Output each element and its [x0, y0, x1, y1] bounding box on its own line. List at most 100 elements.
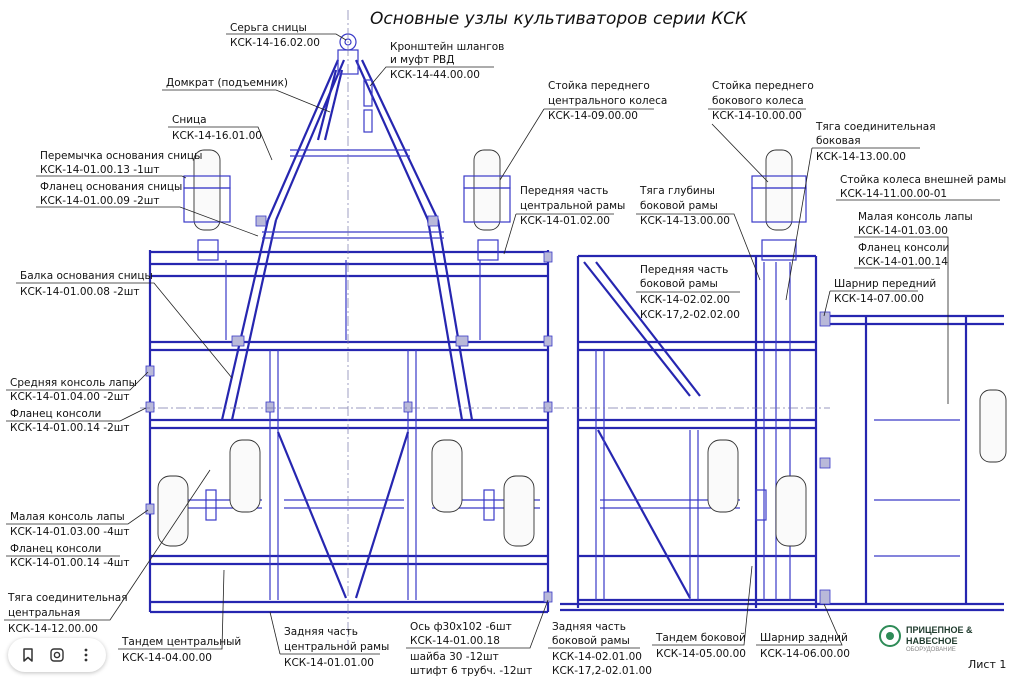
svg-text:Стойка переднего: Стойка переднего: [712, 80, 814, 92]
svg-text:НАВЕСНОЕ: НАВЕСНОЕ: [906, 636, 958, 646]
outer-frame: [819, 311, 1007, 605]
svg-text:КСК-14-01.00.09 -2шт: КСК-14-01.00.09 -2шт: [40, 195, 159, 207]
svg-text:шайба 30 -12шт: шайба 30 -12шт: [410, 651, 499, 663]
svg-text:Фланец основания сницы: Фланец основания сницы: [40, 181, 182, 193]
label-malaya-konsol-right: Малая консоль лапы КСК-14-01.03.00: [854, 211, 973, 404]
label-tandem-centr: Тандем центральный КСК-14-04.00.00: [118, 569, 241, 664]
label-sharnir-zad: Шарнир задний КСК-14-06.00.00: [756, 603, 850, 660]
lens-button[interactable]: [44, 642, 70, 668]
label-zadnyaya-bok: Задняя часть боковой рамы КСК-14-02.01.0…: [548, 621, 652, 677]
svg-text:КСК-14-01.00.18: КСК-14-01.00.18: [410, 635, 500, 647]
svg-text:Ось ф30х102 -6шт: Ось ф30х102 -6шт: [410, 621, 512, 633]
label-peremychka: Перемычка основания сницы КСК-14-01.00.1…: [36, 150, 202, 179]
drawing-title: Основные узлы культиваторов серии КСК: [370, 9, 748, 29]
svg-text:Малая консоль лапы: Малая консоль лапы: [858, 211, 973, 223]
svg-text:КСК-14-11.00.00-01: КСК-14-11.00.00-01: [840, 188, 947, 200]
svg-text:КСК-14-01.00.14 -4шт: КСК-14-01.00.14 -4шт: [10, 557, 129, 569]
svg-text:ПРИЦЕПНОЕ &: ПРИЦЕПНОЕ &: [906, 625, 973, 635]
label-os: Ось ф30х102 -6шт КСК-14-01.00.18 шайба 3…: [406, 599, 549, 677]
svg-text:боковой рамы: боковой рамы: [640, 200, 718, 212]
central-frame-bolts: [145, 215, 553, 603]
svg-text:Тяга соединительная: Тяга соединительная: [7, 592, 128, 604]
central-tandem-wheels: [157, 439, 535, 547]
label-tyaga-soed-bok: Тяга соединительная боковая КСК-14-13.00…: [785, 121, 936, 301]
front-central-wheels: [183, 149, 511, 261]
svg-text:КСК-17,2-02.02.00: КСК-17,2-02.02.00: [640, 309, 740, 321]
label-sharnir-per: Шарнир передний КСК-14-07.00.00: [823, 278, 936, 317]
label-tyaga-soed-centr: Тяга соединительная центральная КСК-14-1…: [4, 469, 211, 635]
svg-text:боковой рамы: боковой рамы: [640, 278, 718, 290]
label-flanec-konsoli-right: Фланец консоли КСК-14-01.00.14: [854, 242, 949, 269]
svg-text:Фланец консоли: Фланец консоли: [10, 543, 101, 555]
label-balka: Балка основания сницы КСК-14-01.00.08 -2…: [16, 270, 233, 379]
label-srednyaya-konsol: Средняя консоль лапы КСК-14-01.04.00 -2ш…: [6, 371, 149, 403]
svg-text:бокового колеса: бокового колеса: [712, 95, 804, 107]
svg-text:КСК-14-16.02.00: КСК-14-16.02.00: [230, 37, 320, 49]
label-flanec-osn: Фланец основания сницы КСК-14-01.00.09 -…: [36, 181, 259, 237]
svg-text:КСК-14-04.00.00: КСК-14-04.00.00: [122, 652, 212, 664]
label-tyaga-glub: Тяга глубины боковой рамы КСК-14-13.00.0…: [636, 185, 761, 281]
lens-icon: [50, 648, 64, 662]
svg-text:центрального колеса: центрального колеса: [548, 95, 667, 107]
svg-text:боковая: боковая: [816, 135, 861, 147]
svg-text:КСК-14-05.00.00: КСК-14-05.00.00: [656, 648, 746, 660]
label-zadnyaya-centr: Задняя часть центральной рамы КСК-14-01.…: [269, 611, 389, 669]
svg-text:КСК-17,2-02.01.00: КСК-17,2-02.01.00: [552, 665, 652, 677]
svg-text:КСК-14-01.00.14 -2шт: КСК-14-01.00.14 -2шт: [10, 422, 129, 434]
svg-text:КСК-14-01.01.00: КСК-14-01.01.00: [284, 657, 374, 669]
label-flanec-konsoli-left-1: Фланец консоли КСК-14-01.00.14 -2шт: [6, 407, 147, 434]
svg-text:штифт 6 трубч. -12шт: штифт 6 трубч. -12шт: [410, 665, 532, 677]
svg-text:Кронштейн шлангов: Кронштейн шлангов: [390, 41, 504, 53]
svg-text:КСК-14-01.00.08 -2шт: КСК-14-01.00.08 -2шт: [20, 286, 139, 298]
label-snica: Сница КСК-14-16.01.00: [168, 114, 273, 161]
svg-text:Фланец консоли: Фланец консоли: [10, 408, 101, 420]
svg-text:Тяга глубины: Тяга глубины: [639, 185, 715, 197]
svg-text:КСК-14-02.02.00: КСК-14-02.02.00: [640, 294, 730, 306]
svg-text:Задняя часть: Задняя часть: [284, 626, 358, 638]
label-flanec-konsoli-left-2: Фланец консоли КСК-14-01.00.14 -4шт: [6, 543, 129, 569]
label-serga: Серьга сницы КСК-14-16.02.00: [226, 22, 347, 49]
svg-text:КСК-14-01.00.14: КСК-14-01.00.14: [858, 256, 948, 268]
more-button[interactable]: [73, 642, 99, 668]
callout-labels: Серьга сницы КСК-14-16.02.00 Кронштейн ш…: [4, 22, 1006, 677]
svg-text:центральная: центральная: [8, 607, 80, 619]
svg-text:КСК-14-01.03.00 -4шт: КСК-14-01.03.00 -4шт: [10, 526, 129, 538]
svg-text:Стойка колеса внешней рамы: Стойка колеса внешней рамы: [840, 174, 1006, 186]
svg-text:Передняя часть: Передняя часть: [640, 264, 728, 276]
central-frame: [148, 33, 550, 614]
svg-text:центральной рамы: центральной рамы: [520, 200, 625, 212]
svg-text:КСК-14-13.00.00: КСК-14-13.00.00: [816, 151, 906, 163]
company-logo: ПРИЦЕПНОЕ & НАВЕСНОЕ ОБОРУДОВАНИЕ: [879, 625, 973, 653]
svg-text:и муфт РВД: и муфт РВД: [390, 54, 454, 66]
svg-text:КСК-14-13.00.00: КСК-14-13.00.00: [640, 215, 730, 227]
label-malaya-konsol-left: Малая консоль лапы КСК-14-01.03.00 -4шт: [6, 509, 149, 538]
svg-text:центральной рамы: центральной рамы: [284, 641, 389, 653]
svg-text:Балка основания сницы: Балка основания сницы: [20, 270, 153, 282]
svg-text:КСК-14-02.01.00: КСК-14-02.01.00: [552, 651, 642, 663]
svg-text:КСК-14-10.00.00: КСК-14-10.00.00: [712, 110, 802, 122]
bookmark-button[interactable]: [15, 642, 41, 668]
label-kronshtein: Кронштейн шлангов и муфт РВД КСК-14-44.0…: [369, 41, 504, 87]
svg-text:КСК-14-01.03.00: КСК-14-01.03.00: [858, 225, 948, 237]
label-perednyaya-centr: Передняя часть центральной рамы КСК-14-0…: [503, 185, 625, 255]
more-vertical-icon: [84, 648, 88, 662]
svg-text:КСК-14-09.00.00: КСК-14-09.00.00: [548, 110, 638, 122]
svg-text:Фланец консоли: Фланец консоли: [858, 242, 949, 254]
svg-text:Шарнир передний: Шарнир передний: [834, 278, 936, 290]
svg-text:КСК-14-16.01.00: КСК-14-16.01.00: [172, 130, 262, 142]
svg-text:Шарнир задний: Шарнир задний: [760, 632, 848, 644]
svg-text:Тандем боковой: Тандем боковой: [655, 632, 746, 644]
svg-text:Перемычка основания сницы: Перемычка основания сницы: [40, 150, 202, 162]
label-domkrat: Домкрат (подъемник): [162, 77, 331, 113]
svg-text:Малая консоль лапы: Малая консоль лапы: [10, 511, 125, 523]
svg-text:Домкрат (подъемник): Домкрат (подъемник): [166, 77, 288, 89]
svg-text:Сница: Сница: [172, 114, 207, 126]
label-perednyaya-bok: Передняя часть боковой рамы КСК-14-02.02…: [636, 264, 740, 321]
svg-text:боковой рамы: боковой рамы: [552, 635, 630, 647]
svg-text:КСК-14-01.04.00 -2шт: КСК-14-01.04.00 -2шт: [10, 391, 129, 403]
svg-text:Тандем центральный: Тандем центральный: [121, 636, 241, 648]
svg-text:КСК-14-07.00.00: КСК-14-07.00.00: [834, 293, 924, 305]
label-stoika-vnesh: Стойка колеса внешней рамы КСК-14-11.00.…: [836, 174, 1006, 201]
bookmark-icon: [23, 648, 34, 662]
